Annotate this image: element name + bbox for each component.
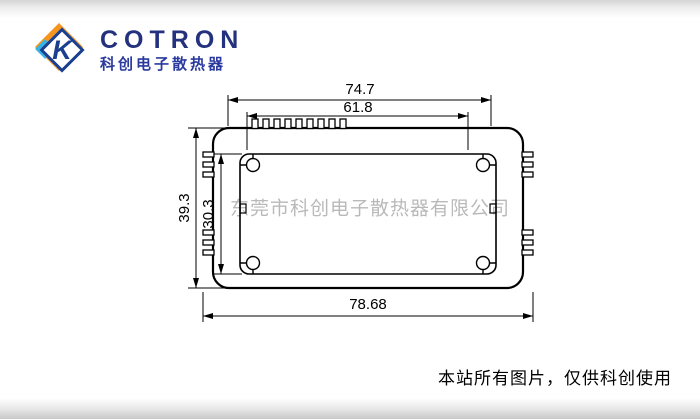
profile-outline [211,126,525,290]
dimension-bottom-width: 78.68 [202,292,534,322]
dim-label-inner-height: 30.3 [200,199,217,228]
profile-inner-cavity [239,153,497,275]
watermark-text: 东莞市科创电子散热器有限公司 [229,198,511,220]
top-fins [251,118,347,130]
pcb-slots [239,203,497,214]
dim-label-left-height: 39.3 [176,193,193,222]
profile-outer-shell [211,126,525,290]
dimension-top-width: 74.7 [227,81,492,126]
dimension-inner-height: 30.3 [200,153,242,275]
logo-brand-name: COTRON [100,25,245,54]
logo-letter: K [52,35,72,65]
footer-usage-note: 本站所有图片，仅供科创使用 [438,369,672,388]
logo-subtitle: 科创电子散热器 [100,56,227,73]
right-side-fins [521,151,534,256]
cotron-logo: K COTRON 科创电子散热器 [34,22,244,78]
logo-text: COTRON 科创电子散热器 [100,25,245,74]
dim-label-top-width: 74.7 [345,81,374,98]
dimension-left-height: 39.3 [176,127,226,289]
dim-label-bottom-width: 78.68 [349,296,387,313]
dim-label-inner-width: 61.8 [343,99,372,116]
corner-screw-bosses [240,154,496,274]
dimension-inner-width: 61.8 [246,99,469,150]
cotron-logo-diamond-icon: K [34,22,90,78]
